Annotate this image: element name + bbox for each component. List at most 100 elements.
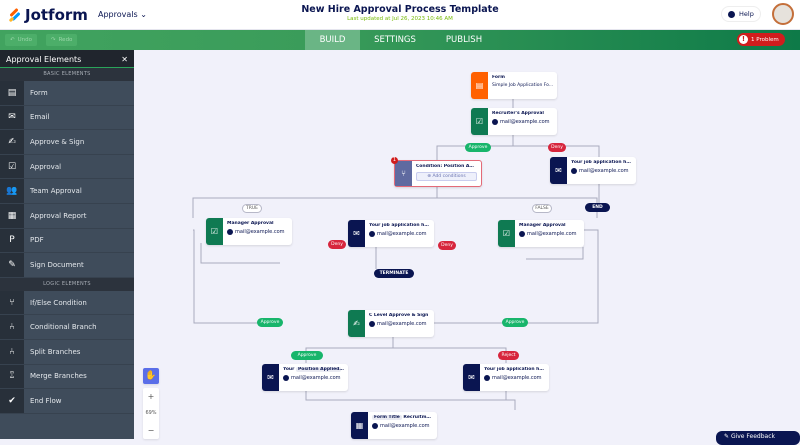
assignee-email: mail@example.com	[380, 423, 430, 429]
give-feedback-button[interactable]: ✎ Give Feedback	[716, 431, 800, 445]
sidebar-item-end-flow[interactable]: ✔End Flow	[0, 389, 134, 414]
problem-label: 1 Problem	[751, 36, 779, 43]
logo-icon	[8, 7, 21, 23]
approval-icon: ☑	[206, 218, 223, 245]
approve-label[interactable]: Approve	[257, 318, 283, 327]
sidebar-item-merge-branches[interactable]: ⑄Merge Branches	[0, 364, 134, 390]
tab-settings[interactable]: SETTINGS	[374, 35, 416, 45]
pdf-icon: P	[0, 228, 24, 253]
page-title: New Hire Approval Process Template	[301, 4, 499, 15]
sidebar-item-label: Conditional Branch	[30, 323, 97, 332]
node-title: Your job application has been...	[369, 223, 430, 228]
email-icon: ✉	[262, 364, 279, 391]
true-label[interactable]: TRUE	[242, 204, 262, 213]
problem-button[interactable]: !1 Problem	[737, 33, 785, 46]
check-circle-icon: ✔	[0, 389, 24, 413]
deny-label[interactable]: Deny	[328, 240, 346, 249]
pdf-name: Recruitment Re...	[403, 415, 433, 420]
node-title: C Level Approve & Sign	[369, 313, 429, 318]
false-label[interactable]: FALSE	[532, 204, 552, 213]
add-conditions-button[interactable]: ⊕ Add conditions	[416, 172, 477, 181]
feedback-icon: ✎	[724, 433, 731, 440]
sidebar-item-label: Form	[30, 88, 48, 97]
tab-build[interactable]: BUILD	[305, 30, 360, 50]
sidebar-item-approve-sign[interactable]: ✍Approve & Sign	[0, 130, 134, 155]
rejection-email-node[interactable]: ✉Your job application has been...mail@ex…	[550, 157, 636, 184]
last-updated: Last updated at Jul 26, 2023 10:46 AM	[347, 16, 453, 22]
team-approval-icon: 👥	[0, 179, 24, 203]
user-icon	[369, 321, 375, 327]
sidebar-item-label: PDF	[30, 236, 44, 245]
assignee-email: mail@example.com	[579, 168, 629, 174]
undo-button[interactable]: ↶Undo	[5, 34, 37, 46]
user-icon	[571, 168, 577, 174]
email-mid-node[interactable]: ✉Your job application has been...mail@ex…	[348, 220, 434, 247]
terminate-label[interactable]: TERMINATE	[374, 269, 414, 278]
email-left-bottom-node[interactable]: ✉Your Position Applied app...mail@exampl…	[262, 364, 348, 391]
form-icon: ▤	[471, 72, 488, 99]
pdf-node[interactable]: ▦Form Title Recruitment Re...mail@exampl…	[351, 412, 437, 439]
approve-label[interactable]: Approve	[291, 351, 323, 360]
redo-button[interactable]: ↷Redo	[46, 34, 78, 46]
sidebar-header: Approval Elements ✕	[0, 50, 134, 68]
sidebar-item-form[interactable]: ▤Form	[0, 81, 134, 106]
jotform-logo[interactable]: Jotform	[8, 6, 88, 24]
sidebar-item-conditional-branch[interactable]: ⑃ Conditional Branch	[0, 315, 134, 340]
deny-label[interactable]: Deny	[438, 241, 456, 250]
condition-icon: ⑂	[395, 161, 412, 186]
sidebar-item-label: Approval Report	[30, 211, 87, 220]
branch-icon: ⑃	[0, 315, 24, 339]
node-title: Condition: Position Applied	[416, 164, 477, 169]
sidebar-item-split-branches[interactable]: ⑃Split Branches	[0, 339, 134, 365]
tab-publish[interactable]: PUBLISH	[445, 35, 483, 45]
assignee-email: mail@example.com	[500, 119, 550, 125]
basic-elements-header: BASIC ELEMENTS	[0, 68, 134, 81]
user-icon	[369, 231, 375, 237]
subject-prefix: Your	[283, 367, 295, 372]
email-right-bottom-node[interactable]: ✉Your job application has been...mail@ex…	[463, 364, 549, 391]
sidebar: Approval Elements ✕ BASIC ELEMENTS ▤Form✉…	[0, 50, 134, 439]
sidebar-item-team-approval[interactable]: 👥Team Approval	[0, 179, 134, 204]
sidebar-item-sign-document[interactable]: ✎Sign Document	[0, 253, 134, 278]
assignee-email: mail@example.com	[377, 231, 427, 237]
deny-label[interactable]: Deny	[548, 143, 566, 152]
node-title: Manager Approval	[227, 221, 274, 226]
chevron-down-icon: ⌄	[140, 10, 147, 19]
condition-node[interactable]: ⑂ Condition: Position Applied ⊕ Add condit…	[394, 160, 482, 187]
sidebar-item-label: Merge Branches	[30, 372, 87, 381]
node-title: Manager Approval	[519, 223, 566, 228]
split-icon: ⑃	[0, 339, 24, 364]
user-icon	[372, 423, 378, 429]
alert-icon: !	[739, 35, 748, 44]
field-tag: Position Applied	[295, 367, 342, 372]
sidebar-item-email[interactable]: ✉Email	[0, 105, 134, 131]
approve-label[interactable]: Approve	[502, 318, 528, 327]
sidebar-item-approval-report[interactable]: ▦ Approval Report	[0, 203, 134, 229]
field-tag: Form Title	[372, 415, 402, 420]
sidebar-title: Approval Elements	[6, 55, 82, 64]
sidebar-item-if-else-condition[interactable]: ⑂If/Else Condition	[0, 290, 134, 316]
sidebar-item-pdf[interactable]: P PDF	[0, 228, 134, 254]
reject-label[interactable]: Reject	[498, 351, 519, 360]
app-selector-label: Approvals	[98, 10, 138, 19]
hand-tool-button[interactable]: ✋	[143, 368, 159, 384]
avatar[interactable]	[772, 3, 794, 25]
sidebar-item-approval[interactable]: ☑Approval	[0, 154, 134, 180]
end-label[interactable]: END	[585, 203, 610, 212]
close-icon[interactable]: ✕	[121, 55, 128, 64]
zoom-in-button[interactable]: +	[147, 392, 155, 401]
app-selector[interactable]: Approvals ⌄	[98, 10, 147, 19]
report-icon: ▦	[0, 203, 24, 228]
approve-label[interactable]: Approve	[465, 143, 491, 152]
zoom-out-button[interactable]: −	[147, 426, 155, 435]
add-conditions-label: Add conditions	[432, 174, 466, 179]
help-button[interactable]: Help	[721, 6, 761, 22]
approval-icon: ☑	[0, 154, 24, 179]
approval-icon: ☑	[471, 108, 488, 135]
